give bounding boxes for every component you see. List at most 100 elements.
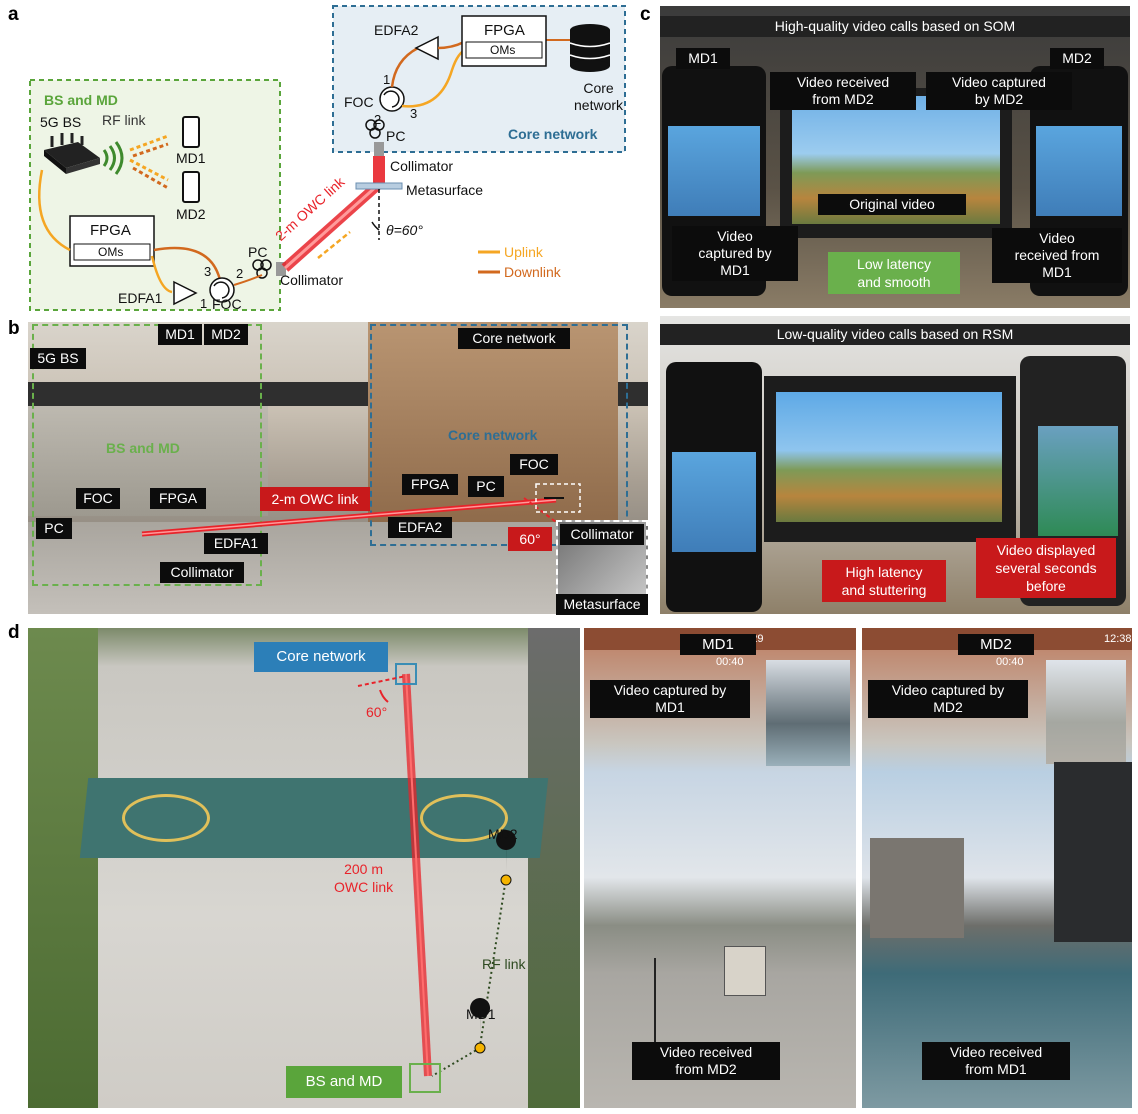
lab-md1-tag: MD1	[158, 324, 202, 345]
bottom-monitor	[764, 376, 1016, 542]
five-g-bs-icon	[44, 142, 100, 168]
lab-fpga-right-tag: FPGA	[402, 474, 458, 495]
panel-d-overlay	[357, 663, 517, 1093]
phone1-pip-video	[766, 660, 850, 766]
foc-right-label: FOC	[344, 94, 374, 110]
left-trees	[28, 628, 98, 1108]
rf-link-line	[479, 877, 507, 1047]
d-rf-link-label: RF link	[482, 956, 526, 972]
metasurface-label: Metasurface	[406, 182, 484, 198]
md1-phone-icon	[182, 116, 200, 148]
c-top-received-md2: Video received from MD2	[770, 72, 916, 110]
md1-pin-icon	[470, 998, 491, 1040]
lab-collimator-left-tag: Collimator	[160, 562, 244, 583]
c-top-original-video: Original video	[818, 194, 966, 215]
office-building-left	[870, 838, 964, 938]
lab-5g-bs-tag: 5G BS	[30, 348, 86, 369]
port-1-left: 1	[200, 296, 208, 311]
d-angle-label: 60°	[366, 704, 388, 720]
port-2-right: 2	[374, 112, 382, 127]
c-top-md2: MD2	[1050, 48, 1104, 69]
core-network-dashed-region	[370, 324, 628, 546]
panel-b-photo	[28, 322, 648, 614]
port-3-right: 3	[410, 106, 418, 121]
panel-a: BS and MD 5G BS RF link MD1 MD2 FPGA OMs…	[0, 0, 640, 318]
d-owc-distance-label: 200 m OWC link	[334, 861, 394, 895]
d-bs-md-tag: BS and MD	[286, 1066, 402, 1098]
md1-label: MD1	[176, 150, 206, 166]
downlink-legend-label: Downlink	[504, 264, 561, 280]
lab-md2-tag: MD2	[204, 324, 248, 345]
metasurface-icon	[355, 182, 403, 190]
d-core-network-tag: Core network	[254, 642, 388, 672]
theta-label: θ=60°	[386, 222, 423, 238]
edfa2-label: EDFA2	[374, 22, 419, 38]
oms-left-label: OMs	[98, 245, 124, 259]
oms-right-label: OMs	[490, 43, 516, 57]
bs-md-dashed-region	[32, 324, 262, 586]
d-md1-label: MD1	[466, 1006, 496, 1022]
panel-label-c: c	[640, 4, 651, 25]
d-md2-label: MD2	[488, 826, 518, 842]
phone2-title: MD2	[958, 634, 1034, 655]
lab-core-network-tag: Core network	[458, 328, 570, 349]
edfa1-amplifier-icon	[173, 280, 198, 306]
lab-bs-md-text: BS and MD	[106, 440, 180, 456]
lab-metasurface-tag: Metasurface	[556, 594, 648, 615]
phone2-status-time: 12:38	[1104, 633, 1132, 645]
panel-label-a: a	[8, 4, 19, 25]
panel-c-bottom-photo	[660, 316, 1130, 614]
phone1-title: MD1	[680, 634, 756, 655]
bs-md-title: BS and MD	[44, 92, 118, 108]
panel-label-b: b	[8, 318, 20, 339]
c-bottom-high-latency: High latency and stuttering	[822, 560, 946, 602]
edfa1-label: EDFA1	[118, 290, 163, 306]
collimator-top-label: Collimator	[390, 158, 454, 174]
phone2-received-label: Video received from MD1	[922, 1042, 1070, 1080]
lab-pc-left-tag: PC	[36, 518, 72, 539]
foc-left-label: FOC	[212, 296, 242, 312]
phone1-received-label: Video received from MD2	[632, 1042, 780, 1080]
md2-pin-icon	[496, 830, 517, 872]
equipment-cart	[724, 946, 766, 996]
port-3-left: 3	[204, 264, 212, 279]
c-top-md1: MD1	[676, 48, 730, 69]
office-building-right	[1054, 762, 1132, 942]
lab-angle-tag: 60°	[508, 527, 552, 551]
phone2-pip-video	[1046, 660, 1126, 764]
bs-md-box	[29, 79, 281, 311]
core-network-db-label: Core network	[574, 80, 624, 113]
c-top-captured-md2: Video captured by MD2	[926, 72, 1072, 110]
collimator-top-icon	[374, 142, 384, 156]
lab-core-network-text: Core network	[448, 427, 538, 443]
lab-fpga-left-tag: FPGA	[150, 488, 206, 509]
c-top-low-latency: Low latency and smooth	[828, 252, 960, 294]
uplink-legend-label: Uplink	[504, 244, 543, 260]
lab-collimator-right-tag: Collimator	[560, 524, 644, 545]
phone2-captured-label: Video captured by MD2	[868, 680, 1028, 718]
port-1-right: 1	[383, 72, 391, 87]
phone2-clock: 00:40	[996, 656, 1024, 668]
pc-right-label: PC	[386, 128, 406, 144]
five-g-bs-label: 5G BS	[40, 114, 82, 130]
panel-b-overlay	[141, 483, 581, 537]
cabinet	[28, 406, 268, 516]
md2-phone-icon	[182, 171, 200, 203]
bottom-phone-left	[666, 362, 762, 612]
lab-foc-right-tag: FOC	[510, 454, 558, 475]
c-top-title: High-quality video calls based on SOM	[660, 16, 1130, 37]
lab-owc-link-tag: 2-m OWC link	[260, 487, 370, 511]
lab-edfa2-tag: EDFA2	[388, 517, 452, 538]
c-top-received-md1: Video received from MD1	[992, 228, 1122, 283]
core-network-title: Core network	[508, 126, 598, 142]
panel-label-d: d	[8, 622, 20, 643]
pc-left-label: PC	[248, 244, 268, 260]
lab-edfa1-tag: EDFA1	[204, 533, 268, 554]
top-monitor	[780, 88, 1012, 238]
collimator-left-icon	[276, 262, 286, 276]
phone1-clock: 00:40	[716, 656, 744, 668]
collimator-left-label: Collimator	[280, 272, 344, 288]
c-bottom-title: Low-quality video calls based on RSM	[660, 324, 1130, 345]
panel-d-aerial-photo	[28, 628, 580, 1108]
c-top-captured-md1: Video captured by MD1	[672, 226, 798, 281]
